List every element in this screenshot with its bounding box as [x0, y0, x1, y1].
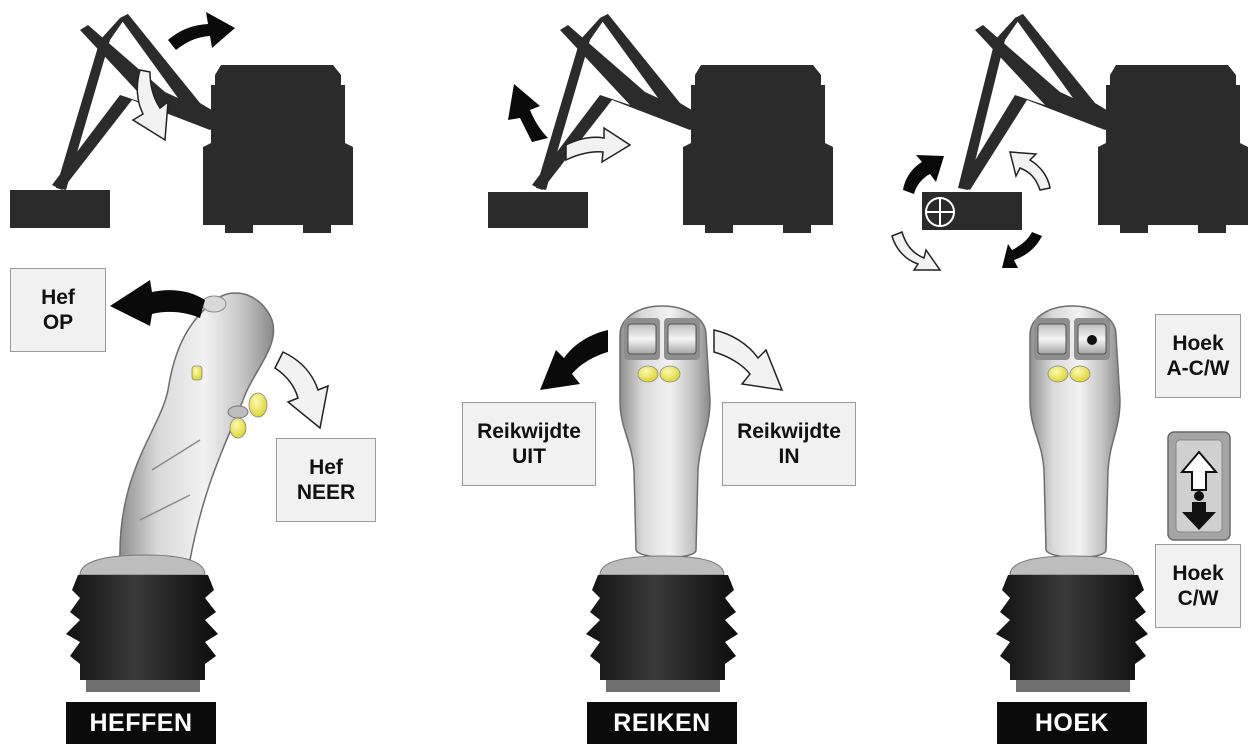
lift-up-label-line2: OP — [42, 311, 74, 334]
lift-up-arrow-icon — [168, 12, 235, 50]
button-yellow-icon — [1069, 365, 1091, 383]
caption-angle: HOEK — [997, 702, 1147, 744]
angle-acw-label-line2: A-C/W — [1166, 357, 1230, 380]
lift-down-label: Hef NEER — [276, 438, 376, 522]
angle-acw-label: Hoek A-C/W — [1155, 314, 1241, 398]
angle-cw-top-arrow-icon — [1009, 151, 1051, 191]
lift-up-label-line1: Hef — [41, 286, 75, 309]
lift-up-label: Hef OP — [10, 268, 106, 352]
arrow-up-icon — [1179, 450, 1219, 491]
caption-lift: HEFFEN — [66, 702, 216, 744]
lift-down-arrow-icon — [131, 69, 169, 142]
button-yellow-icon — [637, 365, 659, 383]
lift-down-label-line1: Hef — [309, 456, 343, 479]
rocker-switch-left-icon — [1037, 323, 1067, 355]
button-yellow-icon — [229, 417, 247, 439]
reach-in-label-line1: Reikwijdte — [737, 420, 841, 443]
reach-out-label-line2: UIT — [512, 445, 546, 468]
reach-in-label: Reikwijdte IN — [722, 402, 856, 486]
angle-acw-top-arrow-icon — [903, 155, 944, 194]
reach-in-label-line2: IN — [778, 445, 800, 468]
joystick-lift — [66, 292, 275, 692]
angle-acw-bottom-arrow-icon — [891, 230, 942, 271]
rocker-switch-left-icon — [627, 323, 657, 355]
button-yellow-icon — [1047, 365, 1069, 383]
caption-reach: REIKEN — [587, 702, 737, 744]
button-yellow-icon — [659, 365, 681, 383]
rocker-switch-right-icon — [667, 323, 697, 355]
button-yellow-icon — [248, 392, 268, 418]
angle-cw-label: Hoek C/W — [1155, 544, 1241, 628]
joystick-reach — [586, 305, 738, 692]
arrow-down-icon — [1182, 502, 1216, 530]
machine-illustration-angle — [891, 14, 1248, 271]
angle-cw-bottom-arrow-icon — [1002, 232, 1042, 268]
reach-in-arrow-icon — [565, 126, 632, 164]
machine-illustration-lift — [10, 12, 353, 233]
button-yellow-icon — [191, 365, 203, 381]
reach-in-curved-arrow-icon — [713, 329, 784, 391]
pivot-crosshair-icon — [925, 197, 955, 227]
angle-toggle-switch — [1167, 431, 1231, 541]
machine-illustration-reach — [488, 14, 833, 233]
reach-out-curved-arrow-icon — [540, 330, 608, 390]
lift-down-label-line2: NEER — [296, 481, 356, 504]
reach-out-label-line1: Reikwijdte — [477, 420, 581, 443]
angle-cw-label-line2: C/W — [1177, 587, 1219, 610]
lift-down-curved-arrow-icon — [274, 351, 329, 430]
angle-acw-label-line1: Hoek — [1172, 332, 1224, 355]
reach-out-label: Reikwijdte UIT — [462, 402, 596, 486]
joystick-angle — [996, 305, 1148, 692]
switch-dot-icon — [1087, 335, 1097, 345]
lift-up-curved-arrow-icon — [110, 280, 205, 326]
angle-cw-label-line1: Hoek — [1172, 562, 1224, 585]
reach-out-arrow-icon — [508, 84, 548, 142]
